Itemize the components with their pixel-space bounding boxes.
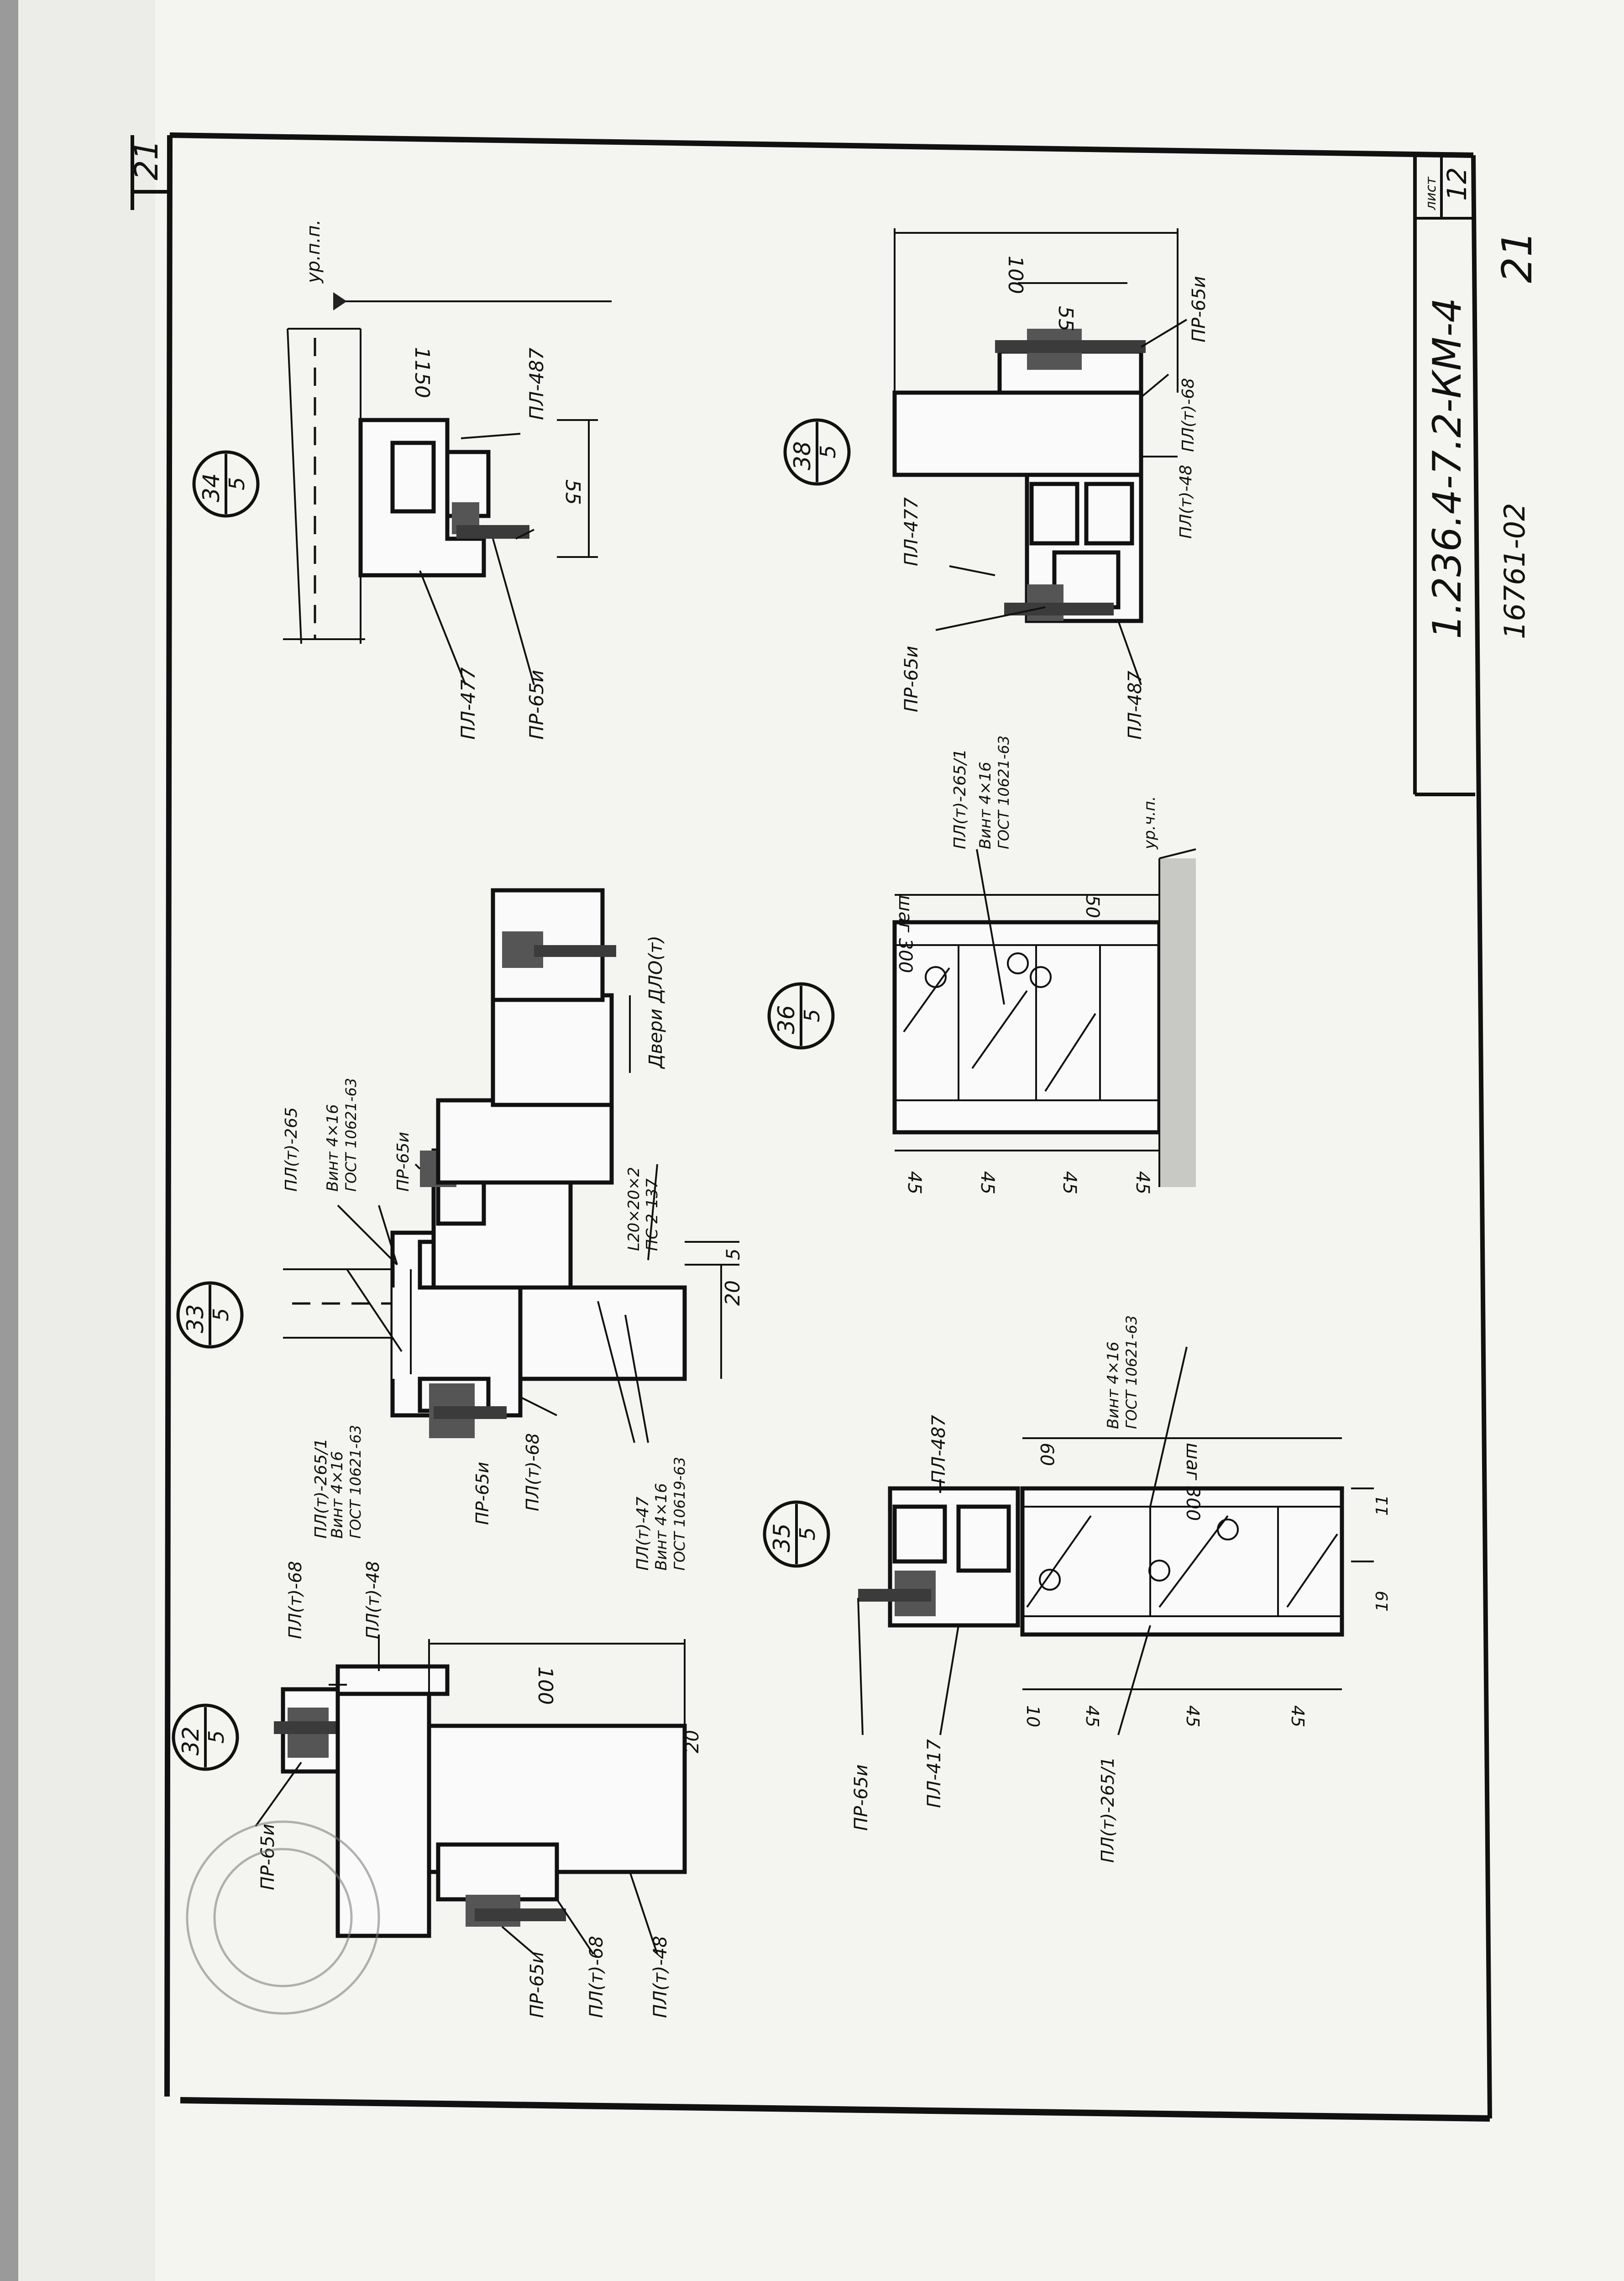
detail-36: 36 5 45 45 45 45 шаг 300 50 ПЛ(т)-265/1 … [767,736,1196,1194]
detail-35-dim-45-2: 45 [1183,1705,1203,1727]
binding-edge [0,0,18,2281]
detail-35-dim-step: шаг 300 [1182,1443,1203,1521]
callout-33-sheet: 5 [209,1308,233,1321]
detail-33-label-pr65-2: ПР-65и [394,1132,413,1192]
detail-38-label-pl487: ПЛ-487 [1125,671,1146,740]
detail-33-label-pl47: ПЛ(т)-47 [634,1497,652,1571]
callout-36-sheet: 5 [800,1009,824,1022]
detail-33-dim-5: 5 [723,1249,744,1260]
detail-35-label-gost: ГОСТ 10621-63 [1123,1315,1140,1429]
detail-35-label-pr65: ПР-65и [851,1764,872,1831]
detail-35-dim-45-1: 45 [1082,1705,1102,1727]
detail-35-label-pl487: ПЛ-487 [928,1415,949,1484]
detail-38-label-pl68: ПЛ(т)-68 [1179,378,1198,452]
detail-38-dim-55: 55 [1054,306,1077,331]
detail-36-dim-50: 50 [1082,895,1103,918]
drawing-frame [131,132,1492,2122]
detail-32-label-pl48: ПЛ(т)-48 [650,1936,671,2018]
detail-38-label-pl48: ПЛ(т)-48 [1177,465,1195,539]
detail-38-label-pl477: ПЛ-477 [901,497,922,566]
detail-33-label-screw-3: Винт 4×16 [324,1104,342,1192]
detail-32-label-pl48-top: ПЛ(т)-48 [363,1561,383,1639]
detail-36-dim-45-2: 45 [977,1171,998,1194]
detail-33-label-pl265: ПЛ(т)-265 [282,1107,301,1192]
detail-33-label-pl68: ПЛ(т)-68 [523,1433,543,1511]
detail-36-label-screw: Винт 4×16 [976,762,995,849]
detail-33-dim-20: 20 [721,1280,744,1306]
list-label: лист [1423,176,1439,210]
detail-38-label-pr65-2: ПР-65и [1189,276,1210,342]
callout-36-number: 36 [773,1005,800,1034]
drawing-designation: 1.236.4-7.2-КМ-4 [1425,298,1470,639]
ground-fill [1159,858,1196,1187]
callout-34-sheet: 5 [225,477,249,490]
detail-33-label-gost-3: ГОСТ 10621-63 [342,1078,360,1192]
detail-32-dim-100: 100 [534,1666,557,1705]
detail-35-dim-19: 19 [1373,1591,1392,1612]
callout-35-number: 35 [769,1523,795,1552]
detail-34-label-pr65: ПР-65и [525,670,548,740]
detail-35-dim-10: 10 [1023,1705,1043,1727]
title-block: лист 12 1.236.4-7.2-КМ-4 [1413,155,1475,796]
detail-33: 33 5 20 5 [176,888,744,1571]
detail-36-label-gost: ГОСТ 10621-63 [995,736,1012,849]
detail-35-dim-11: 11 [1373,1495,1392,1516]
callout-34: 34 5 [192,450,260,518]
detail-35: 35 5 10 45 45 45 60 шаг 300 11 19 [763,1315,1392,1863]
callout-33-number: 33 [182,1304,209,1333]
callout-38-number: 38 [789,441,816,470]
callout-32-number: 32 [178,1726,204,1755]
callout-38-sheet: 5 [816,445,840,458]
detail-34-dim-1150: 1150 [410,347,434,398]
detail-35-label-screw: Винт 4×16 [1104,1341,1122,1429]
detail-33-label-ps: ПС 2-137 [643,1178,661,1251]
detail-33-label-screw-1: Винт 4×16 [328,1451,346,1539]
detail-38: 38 5 100 55 ПЛ-477 ПР-65и ПЛ-487 ПЛ(т)-4 [783,228,1210,740]
callout-32-sheet: 5 [204,1730,229,1744]
detail-33-label-door: Двери ДЛО(т) [645,936,666,1069]
detail-36-label-level: ур.ч.п. [1141,796,1159,850]
detail-38-dim-100: 100 [1004,256,1027,294]
detail-34-label-pl487: ПЛ-487 [525,347,548,420]
detail-33-label-gost-1: ГОСТ 10621-63 [347,1425,364,1539]
callout-34-number: 34 [198,473,225,502]
detail-32-label-pr65: ПР-65и [527,1951,548,2018]
detail-35-label-pl265: ПЛ(т)-265/1 [1098,1757,1118,1863]
detail-32-label-pr65-top: ПР-65и [257,1824,278,1890]
detail-35-dim-45-3: 45 [1288,1705,1308,1727]
detail-32-label-pl68-top: ПЛ(т)-68 [285,1561,305,1639]
detail-36-label-pl265: ПЛ(т)-265/1 [951,749,969,849]
callout-36: 36 5 [767,982,835,1050]
detail-33-label-screw-2: Винт 4×16 [652,1483,671,1571]
detail-36-dim-45-1: 45 [904,1171,925,1194]
callout-33: 33 5 [176,1281,244,1349]
detail-36-dim-45-3: 45 [1059,1171,1080,1194]
detail-34-dim-55: 55 [561,479,584,505]
detail-35-label-pl417: ПЛ-417 [924,1739,945,1808]
detail-32: 32 5 100 20 ПР-65и ПЛ(т)-68 ПЛ(т)-48 ПР-… [172,1561,703,2018]
detail-33-label-gost-2: ГОСТ 10619-63 [671,1457,688,1571]
detail-33-label-pl265-1: ПЛ(т)-265/1 [312,1438,330,1539]
detail-34-label-pl477: ПЛ-477 [457,667,479,740]
inventory-number: 16761-02 [1498,503,1531,640]
detail-33-label-pr65: ПР-65и [472,1462,492,1525]
stamp [186,1820,380,2015]
detail-32-label-pl68: ПЛ(т)-68 [586,1936,607,2018]
detail-35-dim-60: 60 [1036,1443,1057,1466]
detail-32-dim-20: 20 [682,1730,703,1753]
list-number: 12 [1441,167,1472,201]
callout-38: 38 5 [783,418,851,486]
corner-sheet-number: 21 [128,140,165,180]
callout-35-sheet: 5 [795,1527,820,1540]
bottom-sheet-number: 21 [1493,231,1541,283]
detail-36-dim-step: шаг 300 [895,895,916,973]
detail-33-label-angle: L20×20×2 [625,1167,643,1251]
callout-32: 32 5 [172,1703,239,1771]
detail-34: 34 5 ур.п.п. 1150 55 ПЛ-477 ПР-65и ПЛ-48… [192,219,612,740]
callout-35: 35 5 [763,1500,830,1568]
detail-34-label-level: ур.п.п. [303,219,324,284]
detail-36-dim-45-4: 45 [1132,1171,1153,1194]
detail-38-label-pr65: ПР-65и [901,646,922,712]
